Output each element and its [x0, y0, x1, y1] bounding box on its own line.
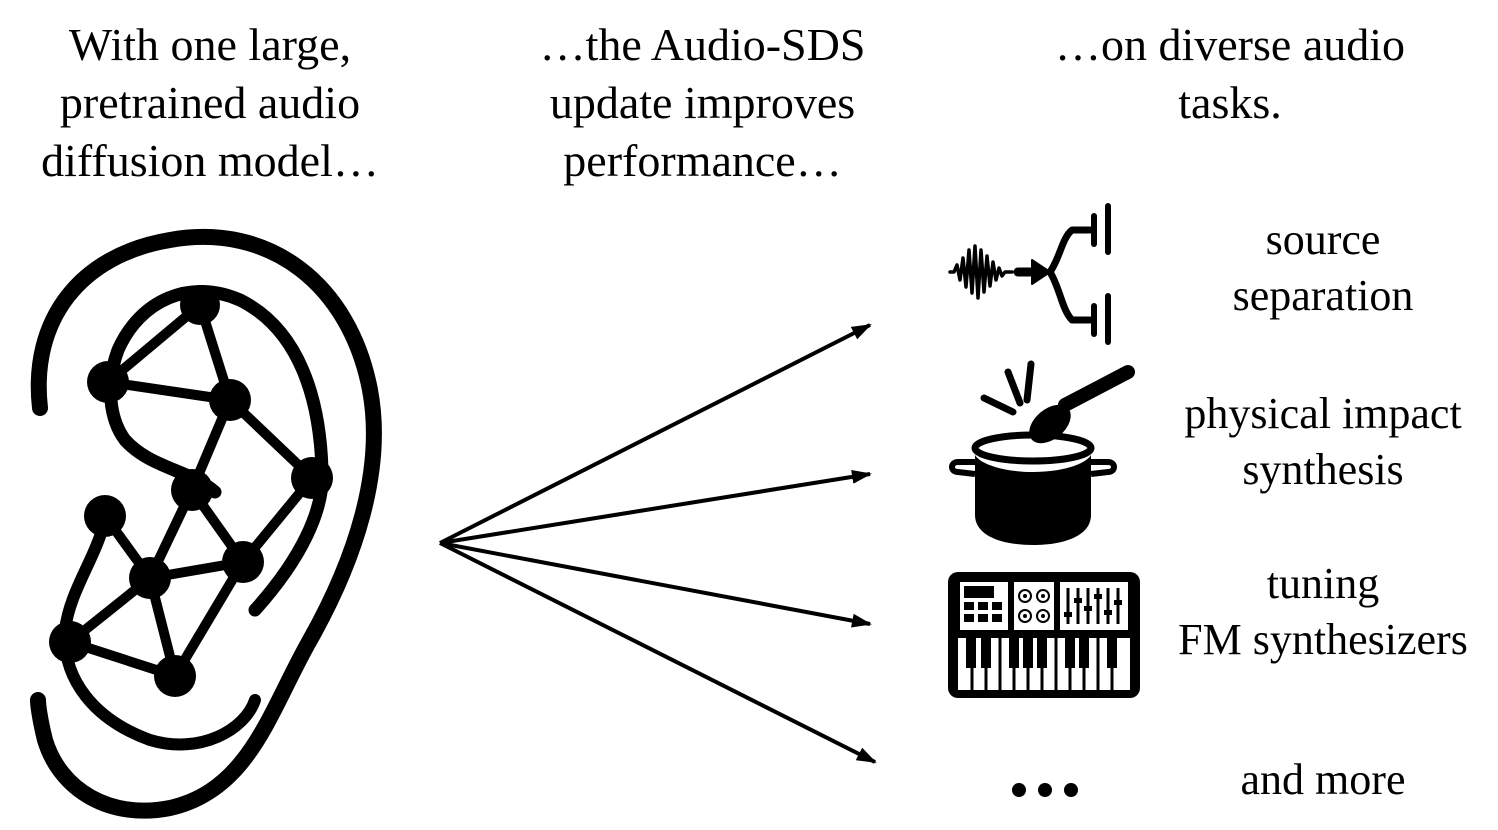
arrows [439, 323, 877, 764]
ear-network-icon [30, 228, 382, 819]
caption-diffusion-model: With one large, pretrained audio diffusi… [41, 19, 379, 186]
arrow-to-source-separation [439, 323, 872, 545]
arrow-to-more [439, 541, 877, 764]
task-label-physical-impact-synthesis: physical impact synthesis [1184, 389, 1462, 494]
arrow-to-physical-impact [439, 469, 872, 545]
caption-diverse-tasks: …on diverse audio tasks. [1054, 19, 1406, 128]
caption-audio-sds-update: …the Audio-SDS update improves performan… [539, 19, 866, 186]
task-label-fm-synthesizers: tuning FM synthesizers [1178, 559, 1468, 664]
task-label-and-more: and more [1240, 755, 1406, 804]
cooking-pot-spoon-icon [949, 360, 1135, 545]
synthesizer-keyboard-icon [948, 572, 1140, 698]
arrow-to-fm-synthesizers [439, 541, 872, 628]
task-label-source-separation: source separation [1232, 215, 1414, 320]
source-separation-icon [948, 203, 1111, 345]
ellipsis-icon [1012, 783, 1078, 797]
